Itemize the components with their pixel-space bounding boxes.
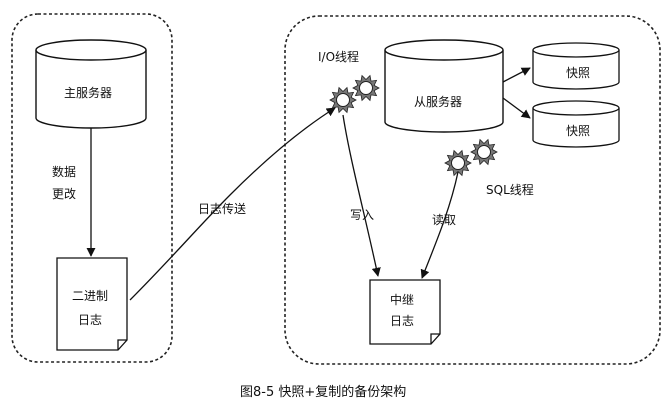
snapshot-arrow-1 [502, 67, 531, 83]
snapshot-cylinder-1 [532, 42, 620, 90]
master-server-label: 主服务器 [64, 86, 113, 100]
binlog-label-line2: 日志 [78, 313, 103, 327]
io-thread-gear-2-icon [352, 74, 380, 102]
sql-thread-gear-1-icon [444, 149, 472, 177]
slave-server-cylinder [384, 39, 504, 133]
master-server-cylinder [35, 39, 147, 129]
relay-log-label-line2: 日志 [390, 314, 415, 328]
log-transfer-label: 日志传送 [198, 202, 247, 216]
data-change-label-line2: 更改 [52, 187, 77, 201]
read-label: 读取 [432, 213, 457, 227]
snapshot-label-1: 快照 [566, 66, 591, 80]
read-arrow [420, 171, 459, 279]
io-thread-gear-1-icon [329, 86, 357, 114]
binlog-document [56, 257, 128, 351]
write-arrow [342, 114, 381, 277]
figure-caption: 图8-5 快照+复制的备份架构 [240, 385, 407, 400]
sql-thread-gear-2-icon [470, 138, 498, 166]
relay-log-document [369, 279, 441, 345]
io-thread-label: I/O线程 [318, 50, 360, 64]
data-change-label-line1: 数据 [52, 165, 77, 179]
sql-thread-label: SQL线程 [486, 183, 534, 197]
snapshot-label-2: 快照 [566, 124, 591, 138]
slave-server-label: 从服务器 [414, 95, 463, 109]
master-region [11, 13, 173, 363]
slave-region [284, 15, 661, 365]
binlog-label-line1: 二进制 [72, 289, 109, 303]
relay-log-label-line1: 中继 [390, 293, 415, 307]
log-transfer-arrow [129, 107, 336, 301]
write-label: 写入 [350, 208, 375, 222]
snapshot-cylinder-2 [532, 100, 620, 148]
snapshot-arrow-2 [502, 97, 531, 119]
